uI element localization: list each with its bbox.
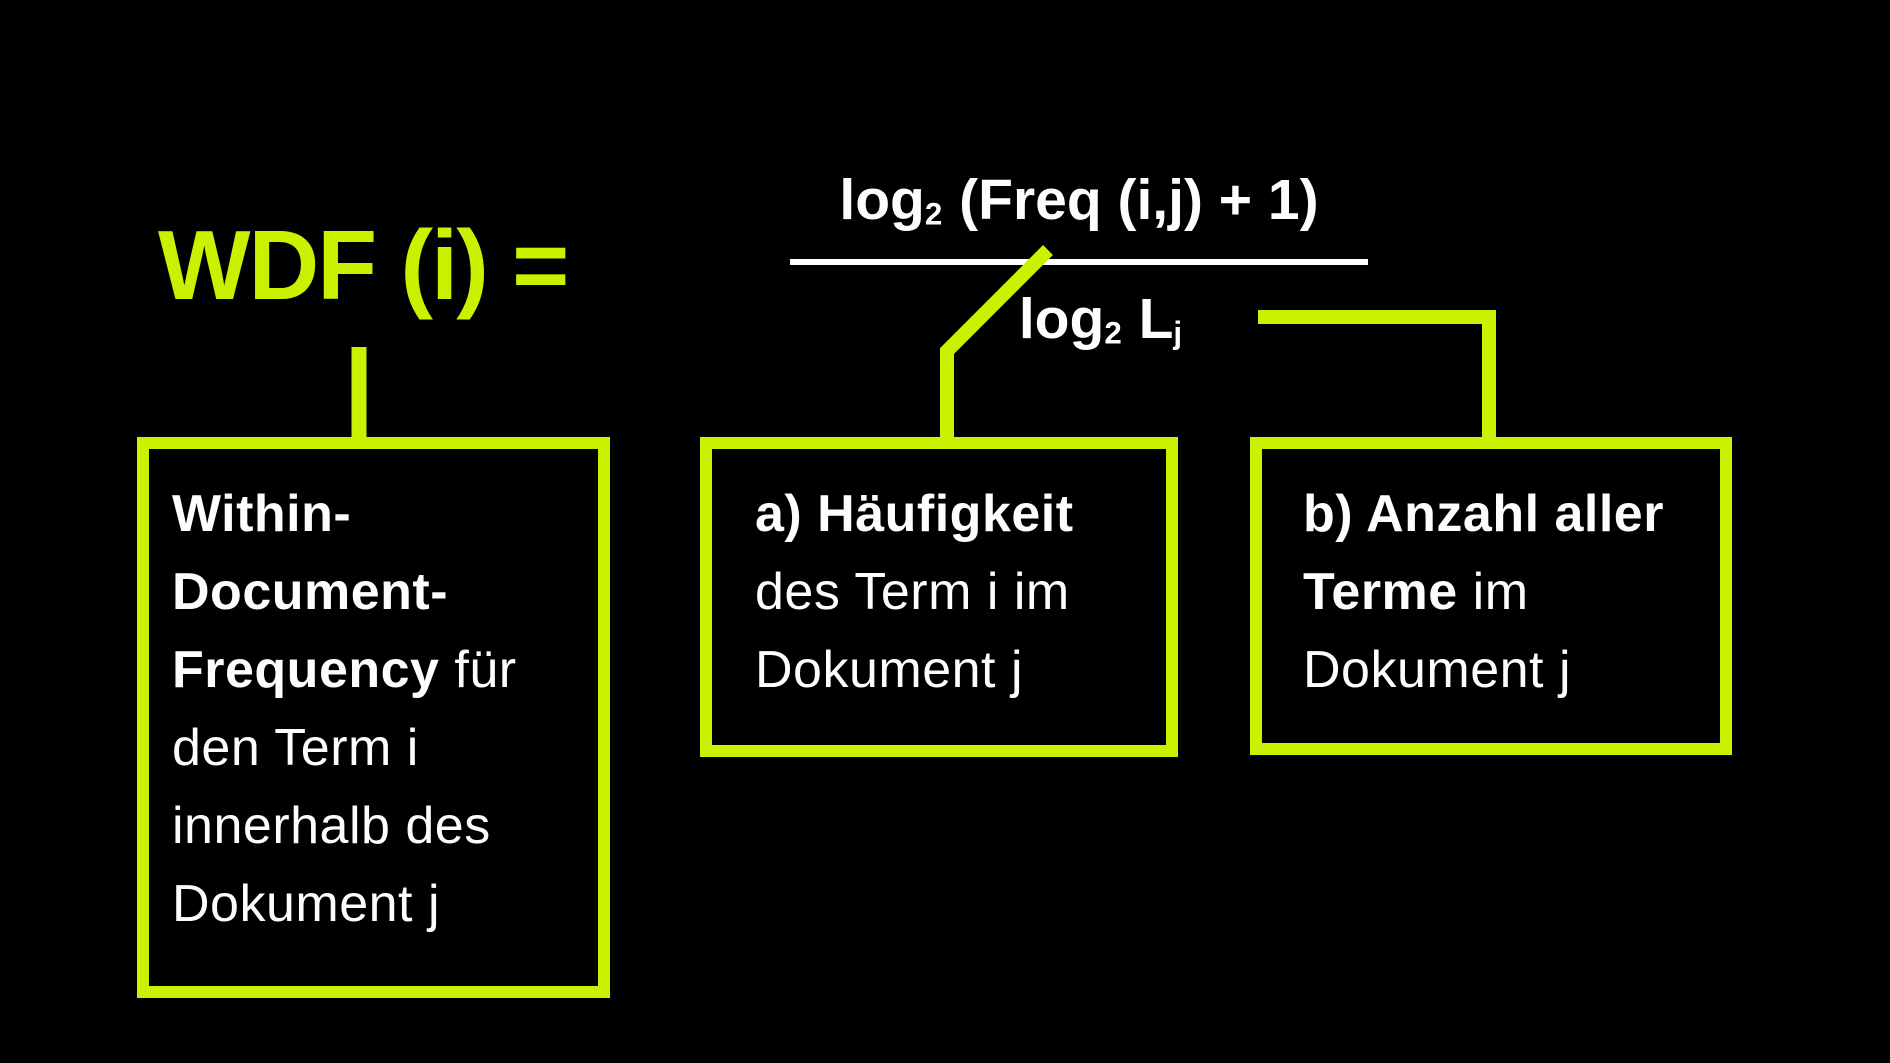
formula-denominator: log2 Lj (790, 291, 1368, 351)
text-line: den Term i (172, 719, 419, 777)
text-line: Dokument j (755, 641, 1023, 699)
text-line: Dokument j (172, 875, 440, 933)
text-line: b) Anzahl aller (1303, 485, 1664, 543)
text-line: Terme im (1303, 563, 1529, 621)
text-line: Frequency für (172, 641, 517, 699)
text-line: innerhalb des (172, 797, 491, 855)
numerator-log: log (839, 168, 925, 232)
text-line: Document- (172, 563, 449, 621)
text-line: des Term i im (755, 563, 1070, 621)
denominator-argument: L (1122, 287, 1174, 351)
formula-numerator: log2 (Freq (i,j) + 1) (790, 172, 1368, 232)
text-line: a) Häufigkeit (755, 485, 1074, 543)
text-line: Dokument j (1303, 641, 1571, 699)
denominator-log: log (1018, 287, 1105, 351)
formula-title: WDF (i) = (158, 210, 569, 320)
numerator-log-base: 2 (924, 196, 944, 232)
box-denominator-explanation: b) Anzahl aller Terme im Dokument j (1250, 437, 1732, 755)
box-wdf-definition: Within- Document- Frequency für den Term… (137, 437, 610, 998)
box-numerator-explanation: a) Häufigkeit des Term i im Dokument j (700, 437, 1178, 757)
denominator-subscript-j: j (1173, 315, 1184, 351)
fraction-bar (790, 259, 1368, 265)
denominator-log-base: 2 (1104, 315, 1123, 351)
numerator-argument: (Freq (i,j) + 1) (943, 168, 1319, 232)
text-line: Within- (172, 485, 352, 543)
formula-fraction: log2 (Freq (i,j) + 1) log2 Lj (790, 172, 1368, 351)
